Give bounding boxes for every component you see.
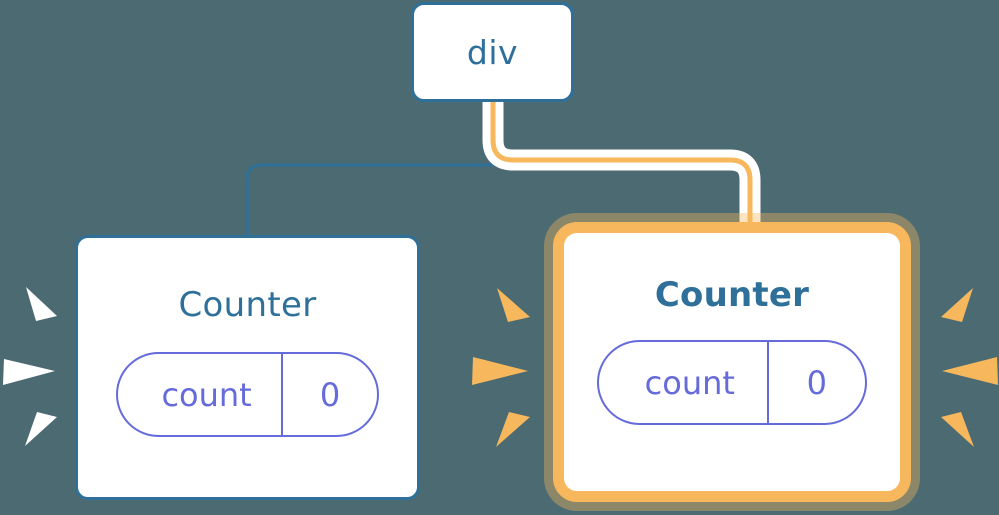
node-title: Counter	[178, 285, 317, 325]
prop-key: count	[644, 363, 735, 402]
spark-icon	[941, 412, 974, 447]
spark-icon	[942, 357, 998, 385]
prop-key: count	[161, 375, 252, 414]
spark-icon	[472, 357, 528, 385]
prop-pill: count 0	[116, 352, 379, 437]
edge-div-to-counter-left	[245, 100, 495, 237]
edge-div-to-counter-right	[490, 102, 753, 232]
spark-burst-left-white	[3, 287, 57, 446]
spark-icon	[25, 412, 57, 446]
prop-pill: count 0	[597, 340, 867, 425]
counter-node-right[interactable]: Counter count 0	[553, 222, 911, 502]
spark-burst-middle-amber	[472, 288, 530, 447]
spark-icon	[3, 359, 55, 385]
node-title: Counter	[654, 275, 810, 315]
spark-icon	[26, 287, 57, 321]
prop-value: 0	[281, 354, 377, 435]
root-div-node[interactable]: div	[411, 2, 574, 102]
prop-value: 0	[766, 342, 865, 423]
counter-node-left[interactable]: Counter count 0	[75, 235, 420, 500]
spark-icon	[941, 288, 973, 322]
spark-burst-right-amber	[941, 288, 998, 447]
spark-icon	[496, 412, 530, 447]
node-title: div	[466, 32, 519, 72]
spark-icon	[497, 288, 530, 322]
